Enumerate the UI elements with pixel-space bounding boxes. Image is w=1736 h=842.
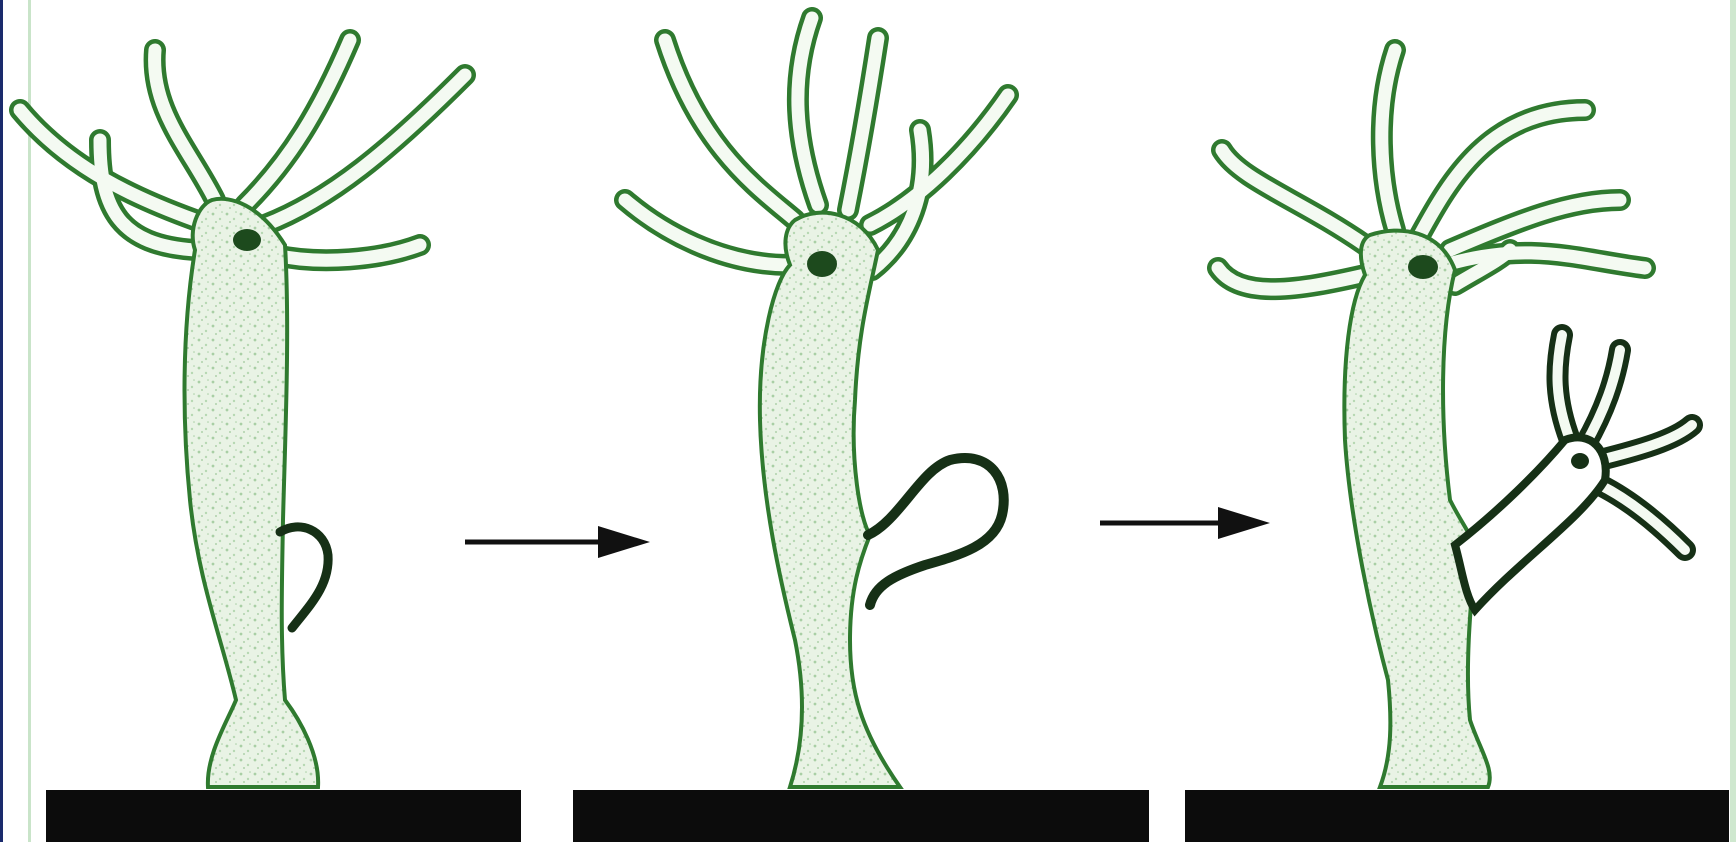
- stage-3-hydra: [1218, 50, 1692, 787]
- stage-3-bud-mouth: [1571, 453, 1589, 469]
- stage-3-base: [1185, 790, 1729, 842]
- frame-right-edge: [1730, 0, 1736, 842]
- stage-2-mouth: [807, 251, 837, 277]
- stage-3-mouth: [1408, 255, 1438, 279]
- stage-1-base: [46, 790, 521, 842]
- stage-1-bud: [280, 527, 328, 628]
- stage-2-body: [760, 213, 900, 787]
- stage-1-hydra: [20, 40, 465, 787]
- stage-1-mouth: [233, 229, 261, 251]
- arrow-1: [465, 526, 650, 558]
- stage-1-body: [185, 199, 319, 787]
- arrow-2: [1100, 507, 1270, 539]
- stage-2-bud: [868, 458, 1004, 605]
- stage-2-base: [573, 790, 1149, 842]
- stage-3-body: [1344, 231, 1489, 787]
- stage-2-hydra: [625, 18, 1008, 787]
- frame-left-edge: [0, 0, 3, 842]
